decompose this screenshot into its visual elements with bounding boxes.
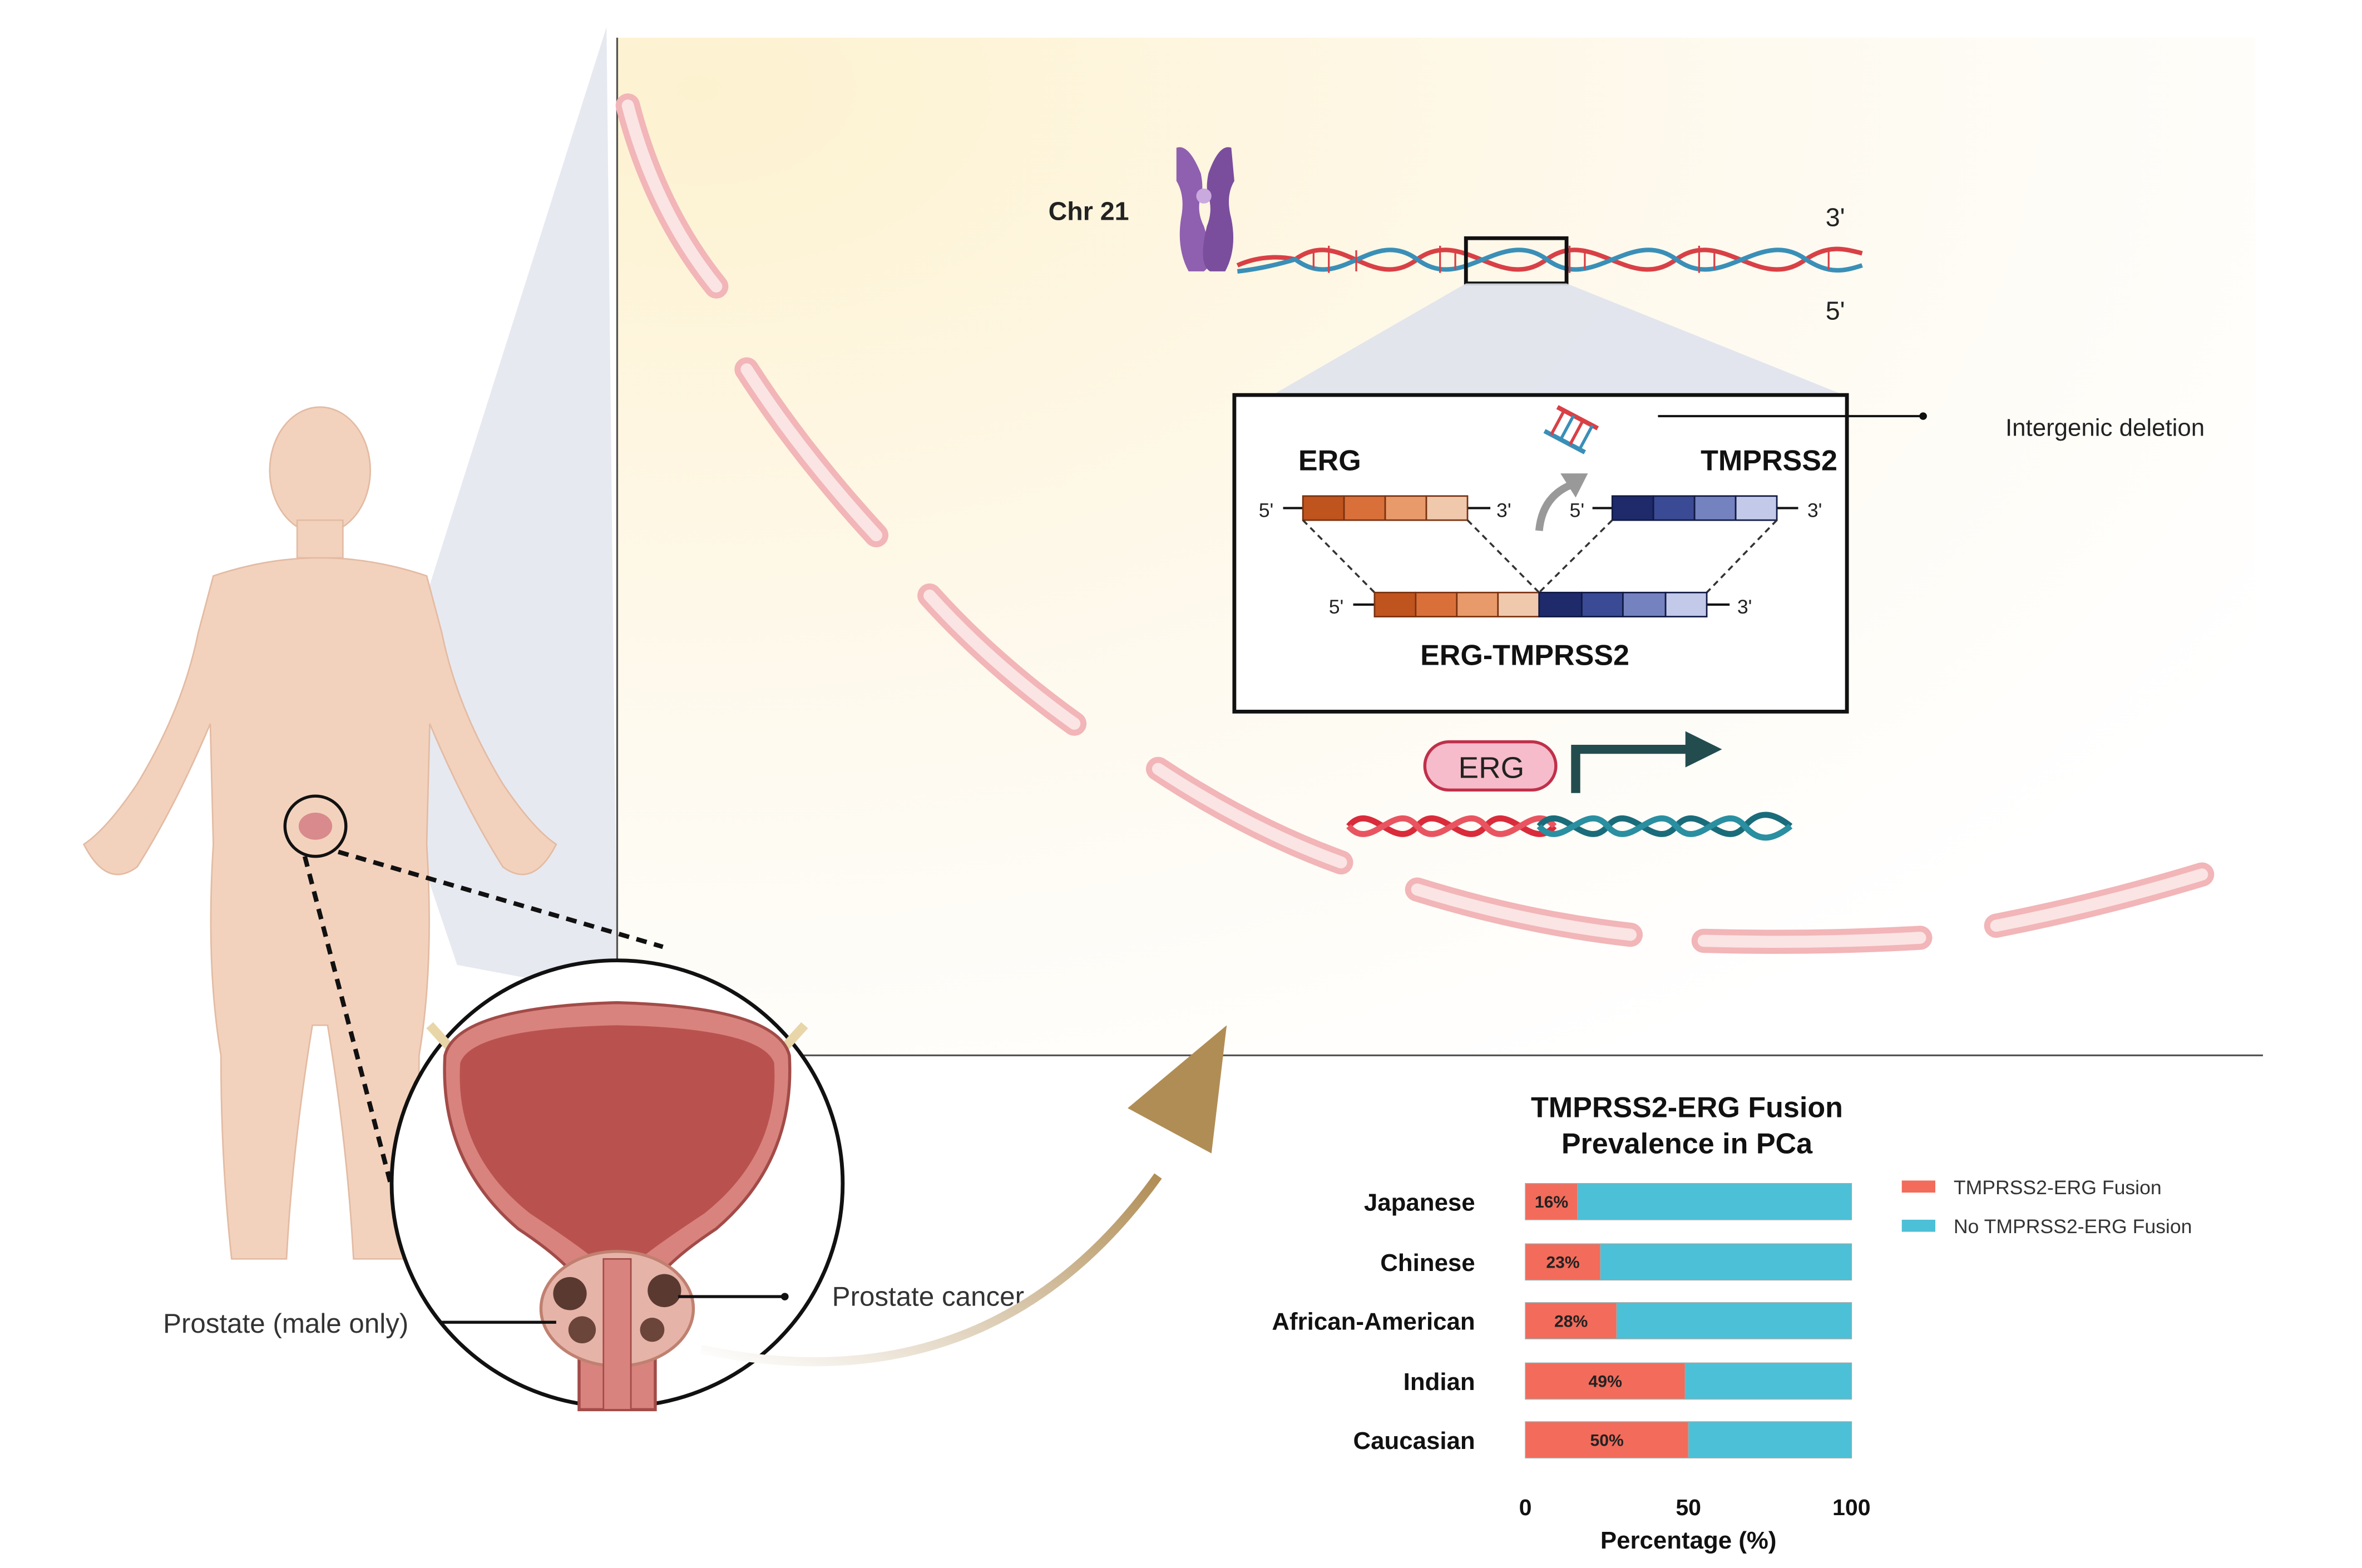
zoom-dashed-line-2	[302, 855, 411, 1252]
tmprss2-gene-exons	[1592, 495, 1798, 521]
erg-protein-label: ERG	[1459, 751, 1525, 785]
tmprss2-gene-label: TMPRSS2	[1701, 444, 1837, 477]
human-body-icon	[82, 406, 557, 1260]
erg-5prime: 5'	[1259, 499, 1274, 522]
prostate-location-circle	[283, 794, 348, 858]
flow-arrowhead	[1128, 1025, 1227, 1154]
deleted-dna-fragment-icon	[1543, 405, 1599, 454]
erg-3prime: 3'	[1496, 499, 1511, 522]
legend-swatch	[1901, 1219, 1935, 1232]
fusion-gene-exons	[1353, 591, 1730, 617]
chromosome-21-icon	[1176, 147, 1234, 271]
intergenic-deletion-label: Intergenic deletion	[2005, 415, 2205, 442]
transcription-arrow-icon	[1571, 745, 1692, 793]
bar-no-fusion	[1600, 1243, 1852, 1281]
flow-arrow	[700, 1173, 1162, 1367]
prostate-mini-icon	[298, 813, 333, 840]
bar-data-label: 28%	[1554, 1312, 1588, 1330]
dna-5prime-label: 5'	[1826, 296, 1845, 325]
erg-gene-exons	[1283, 495, 1491, 521]
bar-no-fusion	[1684, 1362, 1852, 1400]
fusion-3prime: 3'	[1737, 596, 1752, 618]
prostate-label: Prostate (male only)	[163, 1309, 408, 1339]
legend-label: No TMPRSS2-ERG Fusion	[1954, 1215, 2192, 1238]
bar-fusion	[1525, 1183, 1578, 1220]
tmprss2-3prime: 3'	[1807, 499, 1822, 522]
prostate-cancer-label: Prostate cancer	[832, 1282, 1024, 1312]
category-label: Japanese	[1364, 1190, 1475, 1216]
category-label: African-American	[1272, 1309, 1475, 1335]
erg-gene-label: ERG	[1298, 444, 1361, 477]
translocation-arrow-icon	[1535, 482, 1572, 531]
dna-helix	[1236, 245, 1863, 274]
chromosome-label: Chr 21	[1049, 197, 1129, 226]
zoom-dashed-line-1	[337, 849, 664, 949]
x-axis-label: Percentage (%)	[1600, 1527, 1777, 1554]
bar-data-label: 16%	[1535, 1193, 1568, 1211]
fusion-gene-label: ERG-TMPRSS2	[1420, 639, 1629, 671]
bar-data-label: 23%	[1546, 1254, 1579, 1272]
x-tick-label: 100	[1832, 1495, 1871, 1520]
pointer-dot	[1919, 412, 1927, 420]
x-tick-label: 50	[1676, 1495, 1701, 1520]
category-label: Indian	[1404, 1369, 1475, 1396]
bar-no-fusion	[1577, 1183, 1852, 1220]
translocation-arrowhead	[1560, 473, 1588, 498]
detail-zoom-cone	[1272, 283, 1844, 395]
bar-data-label: 49%	[1589, 1373, 1622, 1391]
fusion-connectors	[1302, 519, 1778, 593]
category-label: Caucasian	[1353, 1428, 1475, 1455]
x-tick-label: 0	[1519, 1495, 1532, 1520]
legend-swatch	[1901, 1180, 1935, 1193]
bar-fusion	[1525, 1421, 1689, 1458]
zoom-cone	[381, 27, 617, 995]
tmprss2-5prime: 5'	[1570, 499, 1585, 522]
bar-no-fusion	[1688, 1421, 1852, 1458]
erg-protein-box	[1423, 740, 1558, 792]
category-label: Chinese	[1380, 1250, 1475, 1277]
legend-label: TMPRSS2-ERG Fusion	[1954, 1176, 2162, 1199]
cancer-pointer-dot	[780, 1293, 789, 1300]
dna-3prime-label: 3'	[1826, 203, 1845, 232]
transcribed-dna	[1346, 812, 1793, 841]
bar-data-label: 50%	[1590, 1432, 1623, 1450]
bladder-prostate-anatomy-icon	[426, 1001, 808, 1412]
bar-fusion	[1525, 1302, 1618, 1339]
nuclear-membrane	[615, 93, 2215, 954]
fusion-5prime: 5'	[1329, 596, 1344, 618]
transcription-arrowhead	[1685, 731, 1722, 768]
bar-no-fusion	[1616, 1302, 1852, 1339]
